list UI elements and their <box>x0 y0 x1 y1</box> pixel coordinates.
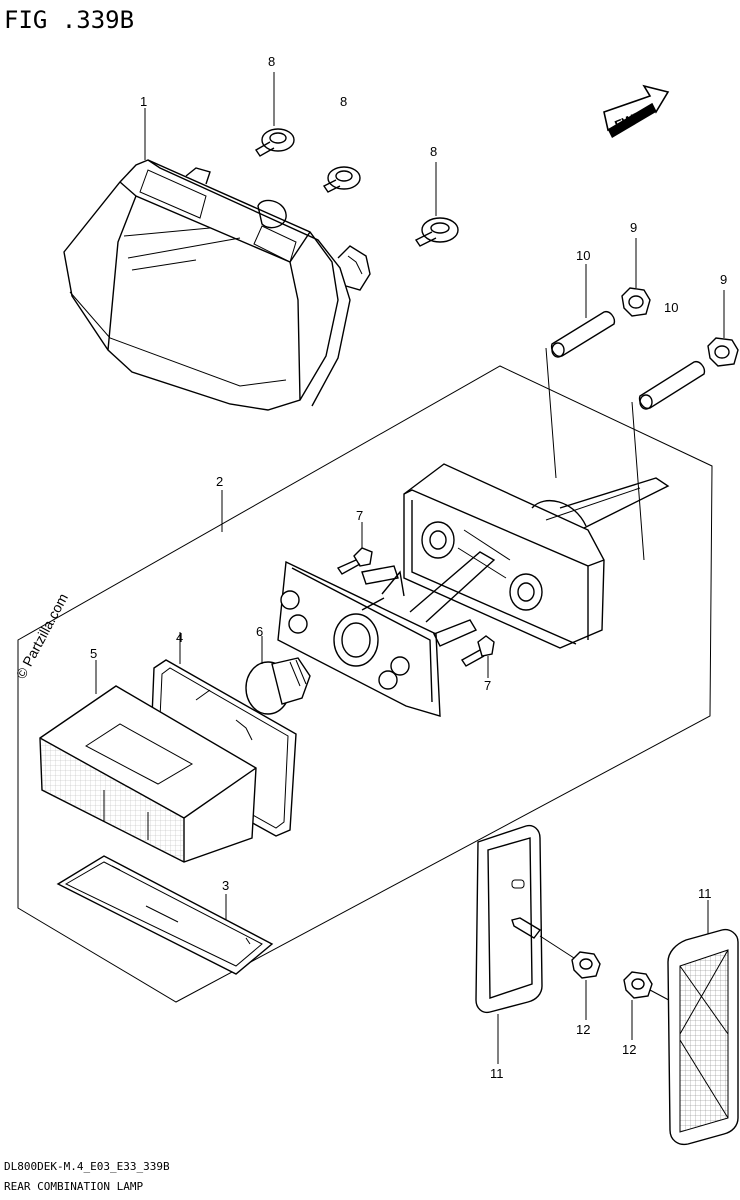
part-11-reflector-a <box>475 824 543 1064</box>
part-1-lamp-assembly <box>63 108 371 411</box>
callout-7: 7 <box>484 678 491 693</box>
part-8-screw-a <box>255 72 295 157</box>
callout-8: 8 <box>268 54 275 69</box>
part-2-group-outline <box>17 365 713 1003</box>
figure-caption: REAR COMBINATION LAMP <box>4 1180 143 1193</box>
callout-2: 2 <box>216 474 223 489</box>
part-6-bulb <box>245 636 311 715</box>
part-7-screw-b <box>460 635 495 678</box>
part-8-screw-b <box>322 166 361 193</box>
part-10-collar-a <box>550 264 616 358</box>
figure-title: FIG .339B <box>4 6 134 34</box>
callout-9: 9 <box>630 220 637 235</box>
figure-code: DL800DEK-M.4_E03_E33_339B <box>4 1160 170 1173</box>
part-12-nut-a <box>539 935 601 1020</box>
part-5-lens <box>39 660 257 863</box>
callout-10: 10 <box>576 248 590 263</box>
callout-10: 10 <box>664 300 678 315</box>
callout-11: 11 <box>698 886 712 901</box>
part-7-screw-a <box>336 522 373 575</box>
callout-5: 5 <box>90 646 97 661</box>
alignment-lines <box>545 347 645 561</box>
callout-9: 9 <box>720 272 727 287</box>
callout-1: 1 <box>140 94 147 109</box>
part-8-screw-c <box>414 162 459 247</box>
callout-labels: 1 8 8 8 9 9 10 10 2 7 7 4 5 6 3 11 11 12… <box>90 54 727 1081</box>
watermark: © Partzilla.com <box>13 591 71 682</box>
part-9-nut-b <box>707 290 739 367</box>
part-10-collar-b <box>638 361 706 410</box>
part-9-nut-a <box>621 238 651 317</box>
callout-6: 6 <box>256 624 263 639</box>
socket-plate <box>277 551 496 717</box>
callout-12: 12 <box>576 1022 590 1037</box>
fwd-arrow-icon: FWD <box>603 84 670 138</box>
callout-3: 3 <box>222 878 229 893</box>
lamp-housing <box>403 463 670 649</box>
callout-4: 4 <box>176 630 183 645</box>
callout-11: 11 <box>490 1066 504 1081</box>
callout-8: 8 <box>430 144 437 159</box>
part-3-plate <box>56 855 274 975</box>
callout-7: 7 <box>356 508 363 523</box>
callout-8: 8 <box>340 94 347 109</box>
part-11-reflector-b <box>667 900 739 1146</box>
callout-12: 12 <box>622 1042 636 1057</box>
